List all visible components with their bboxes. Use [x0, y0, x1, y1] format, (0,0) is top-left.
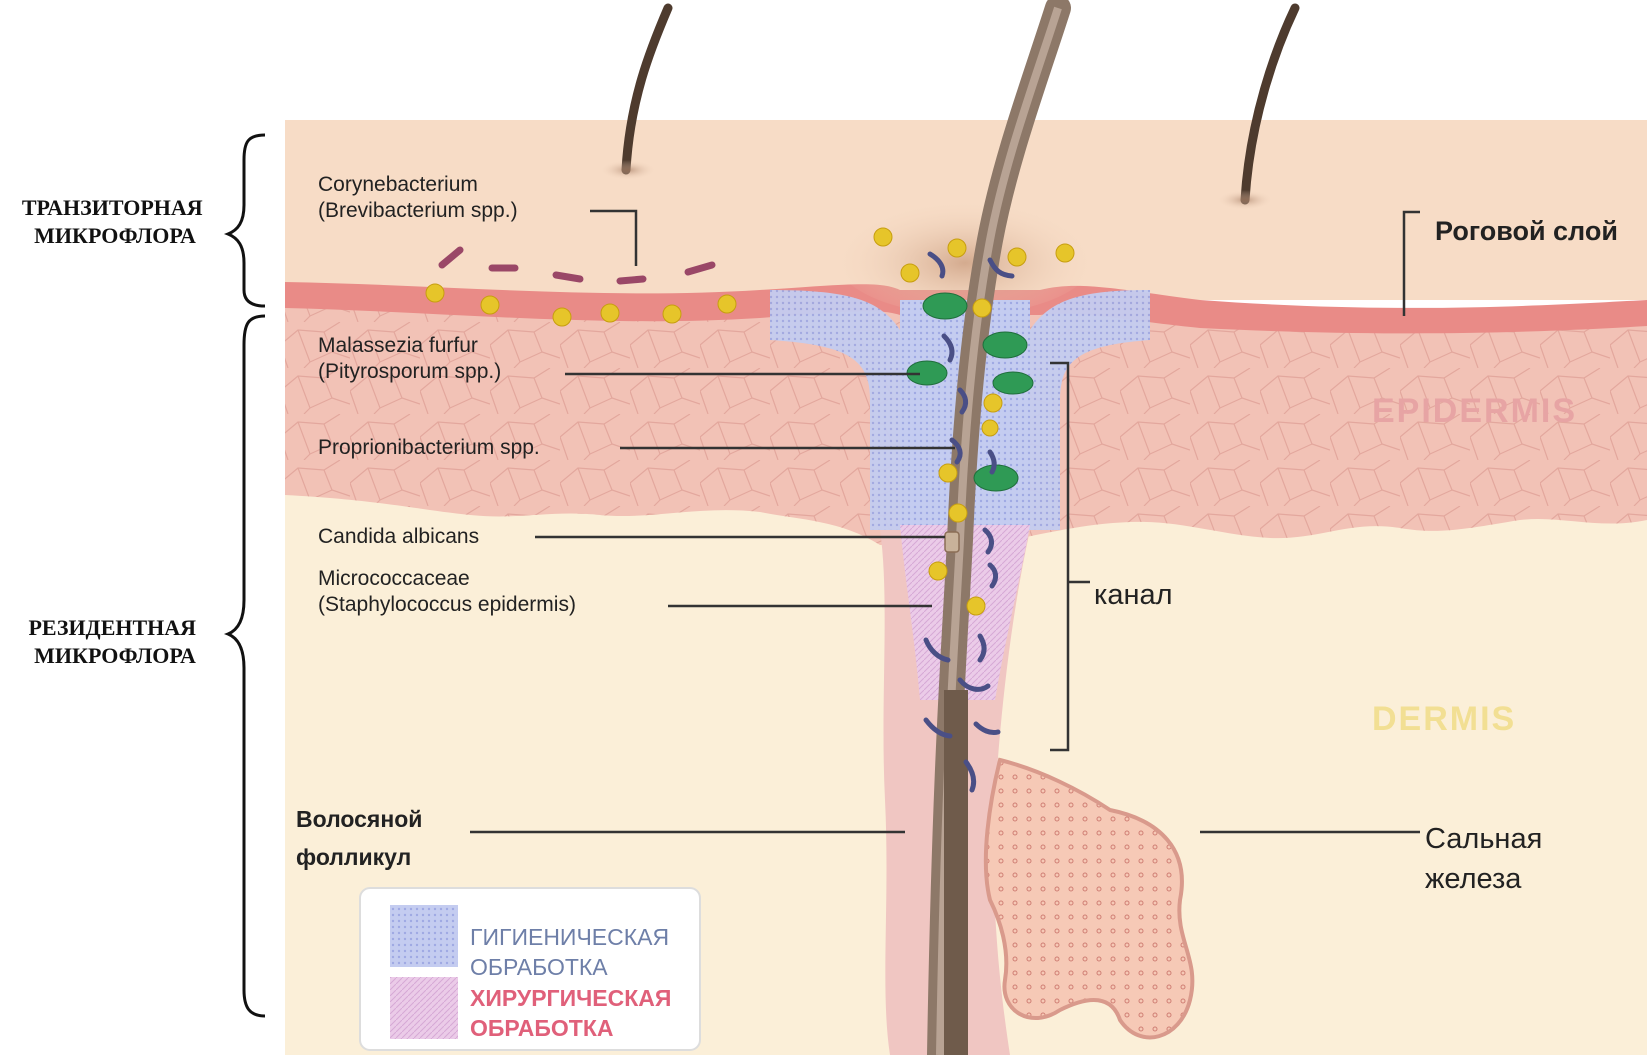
corynebacterium-line-2: (Brevibacterium spp.) — [318, 199, 518, 222]
legend: ГИГИЕНИЧЕСКАЯ ОБРАБОТКА ХИРУРГИЧЕСКАЯ ОБ… — [360, 888, 700, 1050]
malassezia-line-1: Malassezia furfur — [318, 334, 478, 357]
transient-line-2: МИКРОФЛОРА — [34, 223, 196, 248]
hair-shaft-dark — [944, 690, 968, 1055]
legend-hygienic-line-1: ГИГИЕНИЧЕСКАЯ — [470, 924, 669, 950]
resident-microflora-label: РЕЗИДЕНТНАЯ МИКРОФЛОРА — [28, 615, 201, 668]
resident-line-1: РЕЗИДЕНТНАЯ — [28, 615, 196, 640]
transient-microflora-label: ТРАНЗИТОРНАЯ МИКРОФЛОРА — [22, 195, 208, 248]
sebaceous-gland-line-2: железа — [1425, 863, 1522, 895]
micrococcaceae-line-1: Micrococcaceae — [318, 567, 470, 590]
resident-line-2: МИКРОФЛОРА — [34, 643, 196, 668]
proprionibacterium-label: Proprionibacterium spp. — [318, 436, 540, 459]
epidermis-label: EPIDERMIS — [1372, 392, 1577, 430]
hair-left-base — [600, 160, 656, 180]
hair-right-base — [1217, 190, 1273, 210]
transient-brace — [228, 135, 265, 306]
resident-brace — [228, 316, 265, 1016]
legend-hygienic-swatch — [390, 905, 458, 967]
canal-label: канал — [1094, 579, 1173, 611]
legend-surgical-line-1: ХИРУРГИЧЕСКАЯ — [470, 985, 671, 1011]
dermis-label: DERMIS — [1372, 700, 1516, 738]
legend-surgical-line-2: ОБРАБОТКА — [470, 1015, 613, 1041]
transient-line-1: ТРАНЗИТОРНАЯ — [22, 195, 203, 220]
legend-hygienic-line-2: ОБРАБОТКА — [470, 954, 608, 980]
malassezia-line-2: (Pityrosporum spp.) — [318, 360, 501, 383]
micrococcaceae-line-2: (Staphylococcus epidermis) — [318, 593, 576, 616]
candida-cell — [945, 532, 959, 552]
legend-surgical-swatch — [390, 977, 458, 1039]
candida-label: Candida albicans — [318, 525, 479, 548]
sebaceous-gland-line-1: Сальная — [1425, 823, 1542, 855]
hair-follicle-line-2: фолликул — [296, 844, 411, 870]
stratum-corneum-label: Роговой слой — [1435, 216, 1618, 246]
corynebacterium-line-1: Corynebacterium — [318, 173, 478, 196]
hair-follicle-line-1: Волосяной — [296, 806, 422, 832]
